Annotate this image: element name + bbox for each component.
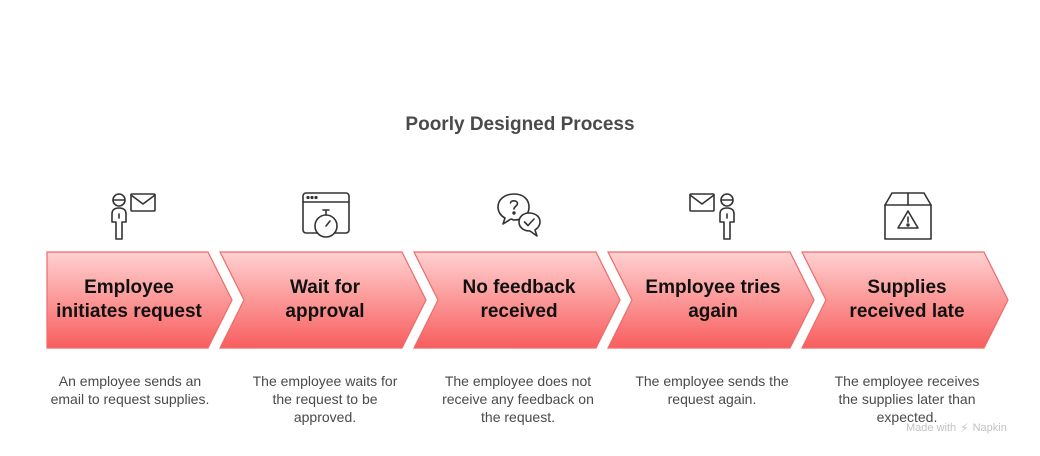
step-arrow-3 — [413, 251, 621, 349]
napkin-watermark: Made with ⚡ Napkin — [906, 421, 1007, 435]
step-arrow-4 — [607, 251, 815, 349]
step-1-description: An employee sends an email to request su… — [50, 373, 210, 407]
step-2-description: The employee waits for the request to be… — [252, 373, 398, 425]
step-5-label: Supplies received late — [849, 277, 965, 322]
step-arrow-2 — [219, 251, 427, 349]
person-with-envelope-icon — [111, 193, 156, 240]
diagram-title: Poorly Designed Process — [405, 114, 635, 135]
envelope-with-person-icon — [689, 193, 735, 240]
step-arrow-1 — [46, 251, 233, 349]
step-1-label: Employee initiates request — [56, 277, 202, 322]
step-2-label: Wait for approval — [285, 277, 365, 322]
step-3-description: The employee does not receive any feedba… — [442, 373, 594, 425]
step-5-description: The employee receives the supplies later… — [834, 373, 980, 425]
browser-stopwatch-icon — [302, 192, 350, 238]
watermark-prefix: Made with — [906, 422, 957, 434]
step-3-label: No feedback received — [462, 277, 576, 322]
step-arrow-5 — [801, 251, 1009, 349]
warning-box-icon — [884, 192, 932, 240]
question-chat-bubbles-icon — [497, 193, 541, 237]
watermark-brand: Napkin — [972, 422, 1007, 434]
step-4-description: The employee sends the request again. — [635, 373, 789, 407]
step-4-label: Employee tries again — [645, 277, 781, 322]
napkin-logo-icon: ⚡ — [960, 421, 969, 435]
